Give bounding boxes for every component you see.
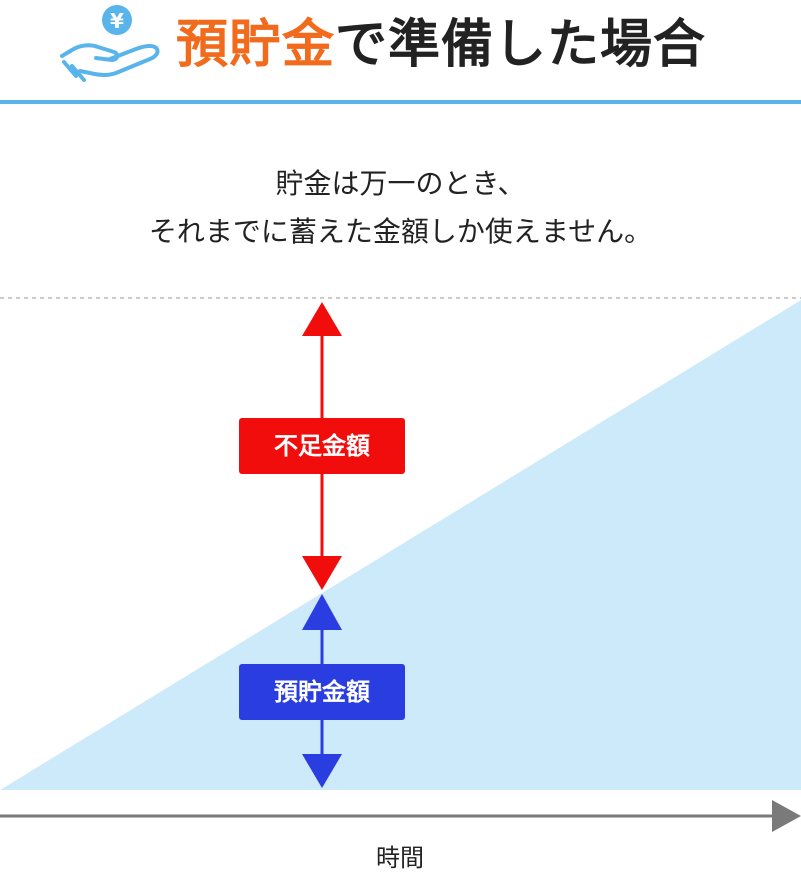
header-divider [0, 100, 801, 104]
page-title: 預貯金で準備した場合 [176, 10, 706, 80]
hand-coin-yen-icon: ¥ [60, 5, 160, 82]
shortage-arrow-head-up [302, 302, 342, 336]
header: ¥ 預貯金で準備した場合 [0, 0, 801, 100]
subtitle-line-1: 貯金は万一のとき、 [275, 167, 526, 200]
hand-icon [60, 43, 160, 82]
x-axis-label: 時間 [376, 844, 424, 872]
time-axis [0, 800, 801, 832]
savings-arrow-head-up [302, 594, 342, 630]
time-axis-arrow-head [772, 800, 801, 832]
subtitle-line-2: それまでに蓄えた金額しか使えません。 [148, 215, 653, 248]
shortage-label: 不足金額 [239, 418, 405, 474]
savings-diagram: 不足金額 預貯金額 時間 [0, 290, 801, 874]
savings-arrow-head-down [302, 754, 342, 788]
yen-symbol: ¥ [110, 9, 124, 33]
diagram-canvas [0, 297, 801, 832]
shortage-arrow-head-down [302, 556, 342, 590]
title-rest: で準備した場合 [335, 15, 707, 75]
subtitle: 貯金は万一のとき、 それまでに蓄えた金額しか使えません。 [0, 160, 801, 256]
savings-label: 預貯金額 [239, 664, 405, 720]
title-accent: 預貯金 [176, 15, 336, 75]
savings-growth-area [0, 300, 801, 790]
coin-icon: ¥ [102, 5, 132, 35]
